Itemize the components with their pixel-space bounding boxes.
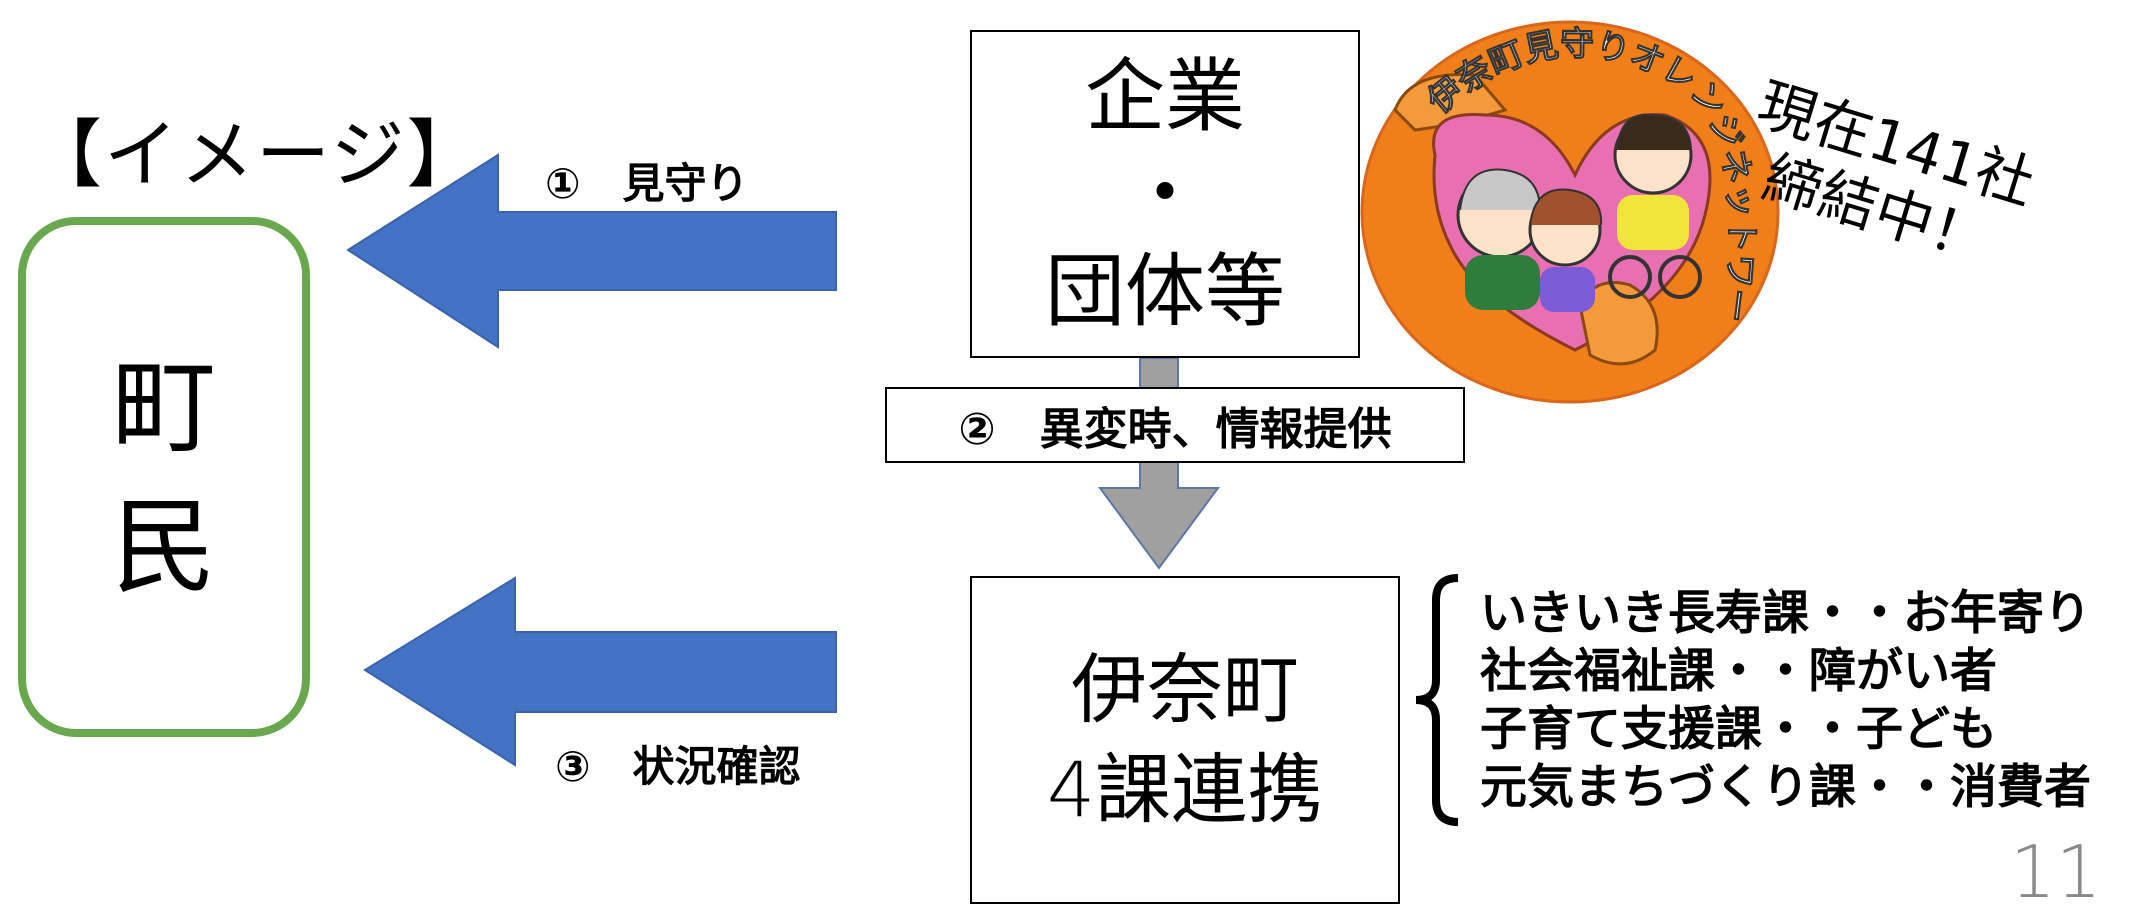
page-title: 【イメージ】: [28, 112, 483, 198]
watch-arrow-label: ① 見守り: [545, 159, 749, 208]
citizen-box: 町 民: [18, 217, 310, 737]
page-number: 11: [2010, 830, 2102, 914]
citizen-label-line1: 町: [111, 345, 216, 468]
department-bracket: [1415, 574, 1459, 826]
confirm-arrow-label: ③ 状況確認: [555, 742, 801, 791]
info-arrow-label: ② 異変時、情報提供: [885, 387, 1465, 463]
company-label-line3: 団体等: [1045, 244, 1285, 338]
department-item: 社会福祉課・・障がい者: [1480, 644, 1997, 699]
citizen-label-line2: 民: [111, 486, 216, 608]
department-list: いきいき長寿課・・お年寄り 社会福祉課・・障がい者 子育て支援課・・子ども 元気…: [1480, 585, 2091, 817]
orange-network-logo: 伊奈町見守りオレンジネットワーク: [1355, 15, 1780, 404]
info-arrow: [1098, 357, 1220, 570]
watch-arrow: [346, 153, 837, 349]
union-box: 伊奈町 4課連携: [970, 576, 1400, 904]
department-item: いきいき長寿課・・お年寄り: [1480, 586, 2091, 641]
union-label-line2: 4課連携: [1046, 745, 1324, 834]
confirm-arrow: [363, 576, 837, 767]
company-box: 企業 ・ 団体等: [970, 30, 1360, 358]
union-label-line1: 伊奈町: [1071, 644, 1299, 734]
department-item: 子育て支援課・・子ども: [1480, 702, 1997, 757]
department-item: 元気まちづくり課・・消費者: [1480, 760, 2091, 815]
company-label-line2: ・: [1125, 147, 1205, 241]
company-label-line1: 企業: [1085, 49, 1245, 143]
